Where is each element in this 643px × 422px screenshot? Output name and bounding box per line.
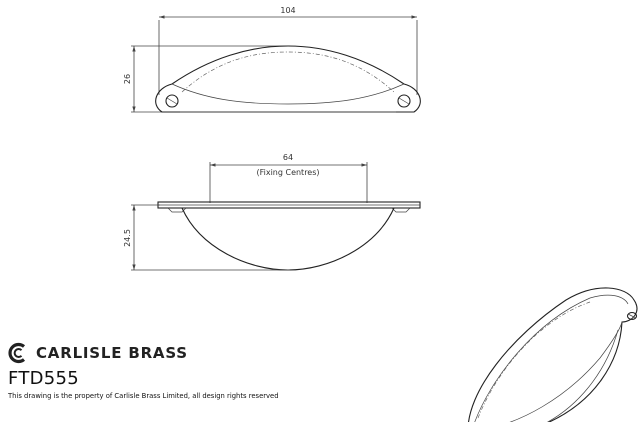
iso-screw-hole-top: [626, 311, 638, 321]
brand-block: CARLISLE BRASS: [8, 342, 188, 364]
iso-cup-lower: [546, 329, 619, 422]
screw-hole-right: [397, 94, 411, 108]
iso-outline: [468, 287, 638, 422]
width-dimension-label: 104: [280, 6, 295, 15]
top-view: 104 26: [123, 6, 421, 113]
fixing-lug-left: [167, 207, 187, 213]
brand-name: CARLISLE BRASS: [36, 344, 188, 362]
carlisle-c-logo-icon: [8, 342, 26, 364]
fixing-lug-right: [391, 207, 411, 213]
handle-inner-edge: [171, 83, 405, 105]
fixing-centres-note: (Fixing Centres): [256, 168, 319, 177]
handle-centre-line: [181, 51, 395, 93]
copyright-notice: This drawing is the property of Carlisle…: [8, 392, 279, 400]
iso-rim-centre: [477, 301, 591, 419]
isometric-view: [468, 287, 638, 422]
side-height-dimension-label: 24.5: [123, 229, 132, 247]
handle-outline-top: [155, 45, 421, 113]
screw-hole-left: [165, 94, 179, 108]
iso-rim-inner: [474, 294, 629, 422]
handle-cup-profile: [181, 207, 395, 271]
fixing-centres-value: 64: [283, 153, 293, 162]
product-code: FTD555: [8, 368, 80, 389]
side-view: 64 (Fixing Centres) 24.5: [123, 153, 421, 271]
iso-cup-edge: [509, 321, 623, 422]
height-dimension-label: 26: [123, 74, 132, 84]
